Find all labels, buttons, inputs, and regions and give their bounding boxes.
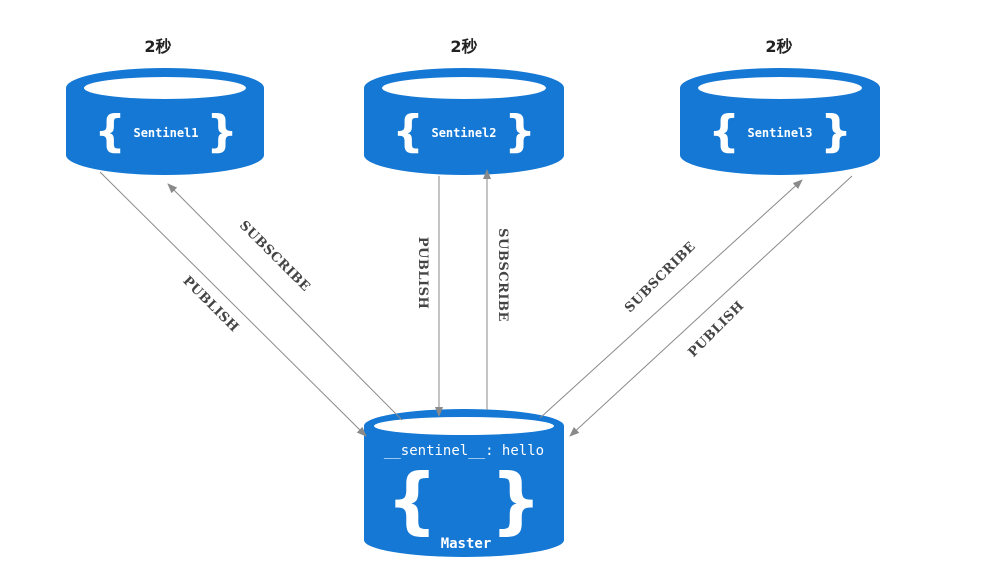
sentinel-1-interval: 2秒 bbox=[144, 37, 171, 56]
sentinel-1-node: 2秒 { } Sentinel1 bbox=[66, 37, 264, 175]
right-brace-icon: } bbox=[820, 106, 851, 157]
subscribe-label-1: SUBSCRIBE bbox=[236, 218, 313, 295]
right-brace-icon: } bbox=[206, 106, 237, 157]
left-brace-icon: { bbox=[94, 106, 125, 157]
database-icon bbox=[364, 409, 564, 557]
publish-label-1: PUBLISH bbox=[180, 274, 242, 336]
subscribe-arrow-3 bbox=[539, 179, 803, 419]
publish-label-2: PUBLISH bbox=[415, 237, 430, 310]
master-node: __sentinel__: hello { } Master bbox=[364, 409, 564, 557]
right-brace-icon: } bbox=[504, 106, 535, 157]
sentinel-3-label: Sentinel3 bbox=[747, 126, 812, 140]
database-icon bbox=[680, 68, 880, 175]
publish-arrow-3 bbox=[569, 175, 853, 437]
master-label: Master bbox=[441, 536, 492, 552]
sentinel-2-node: 2秒 { } Sentinel2 bbox=[364, 37, 564, 175]
database-icon bbox=[364, 68, 564, 175]
sentinel-1-label: Sentinel1 bbox=[133, 126, 198, 140]
master-channel-label: __sentinel__: hello bbox=[384, 443, 544, 459]
subscribe-label-3: SUBSCRIBE bbox=[622, 239, 699, 316]
subscribe-arrow-1 bbox=[167, 183, 403, 421]
publish-arrow-1 bbox=[99, 171, 367, 437]
left-brace-icon: { bbox=[708, 106, 739, 157]
subscribe-label-2: SUBSCRIBE bbox=[495, 228, 510, 322]
left-brace-icon: { bbox=[392, 106, 423, 157]
right-brace-icon: } bbox=[490, 458, 541, 542]
database-icon bbox=[66, 68, 264, 175]
sentinel-3-interval: 2秒 bbox=[765, 37, 792, 56]
sentinel-3-node: 2秒 { } Sentinel3 bbox=[680, 37, 880, 175]
publish-label-3: PUBLISH bbox=[686, 299, 748, 361]
sentinel-2-interval: 2秒 bbox=[450, 37, 477, 56]
left-brace-icon: { bbox=[386, 458, 437, 542]
sentinel-2-label: Sentinel2 bbox=[431, 126, 496, 140]
